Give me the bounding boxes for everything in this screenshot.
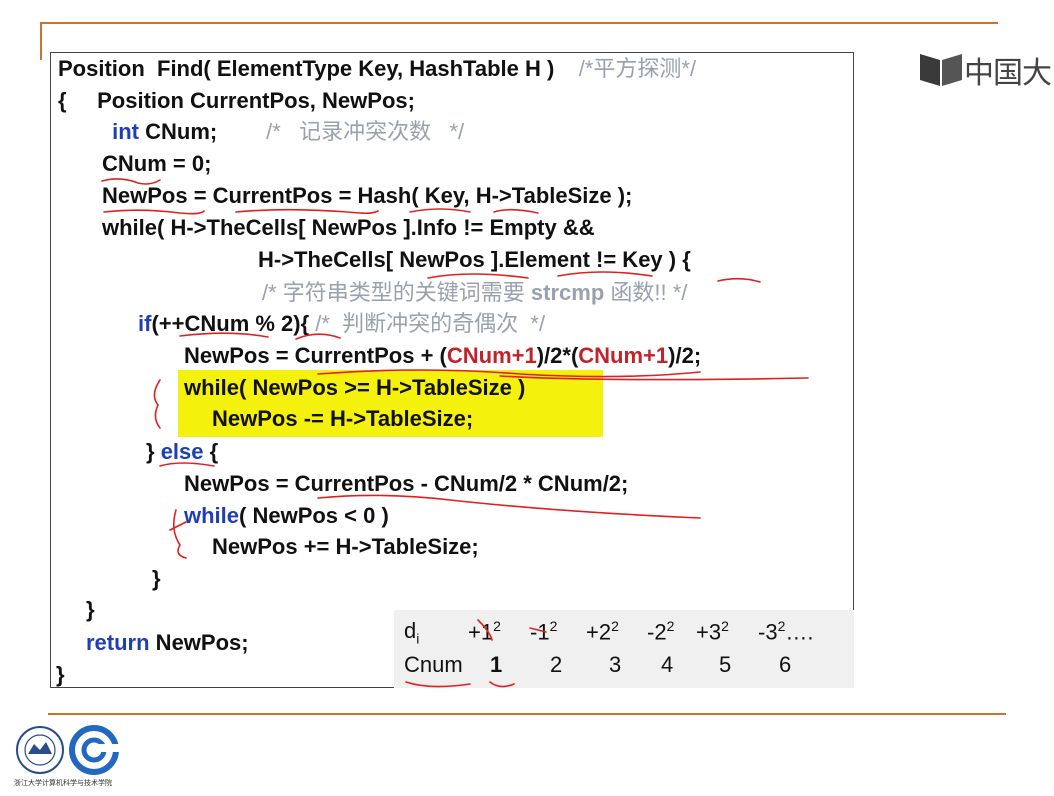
table-cell: 3 — [609, 652, 622, 677]
table-cell: +22 — [586, 618, 619, 645]
code-line: while( H->TheCells[ NewPos ].Info != Emp… — [102, 214, 595, 242]
code-token: NewPos = CurrentPos - CNum/2 * CNum/2; — [184, 471, 629, 496]
code-comment: /*平方探测*/ — [578, 56, 697, 81]
code-token: CNum; — [139, 119, 267, 144]
code-line: int CNum; /* 记录冲突次数 */ — [106, 118, 464, 146]
table-cell: 1 — [490, 652, 503, 677]
brand-logo: 中国大 — [918, 48, 1052, 92]
code-token: Position Find( ElementType Key, HashTabl… — [58, 56, 579, 81]
code-line: } else { — [146, 438, 218, 466]
probe-table: di +12 -12 +22 -22 +32 -32…. Cnum 1 2 3 … — [394, 610, 854, 688]
code-token: } — [146, 439, 161, 464]
table-cell: -32…. — [758, 618, 814, 645]
code-token: while( H->TheCells[ NewPos ].Info != Emp… — [102, 215, 595, 240]
table-cell: 4 — [661, 652, 674, 677]
code-line: NewPos += H->TableSize; — [212, 533, 479, 561]
code-token: ( NewPos < 0 ) — [239, 503, 389, 528]
code-token: { — [203, 439, 219, 464]
code-line: NewPos -= H->TableSize; — [212, 405, 473, 433]
bottom-rule — [48, 713, 1006, 715]
code-line: /* 字符串类型的关键词需要 strcmp 函数!! */ — [262, 279, 687, 307]
code-keyword: int — [112, 119, 140, 144]
code-line: H->TheCells[ NewPos ].Element != Key ) { — [258, 246, 691, 274]
code-line: while( NewPos >= H->TableSize ) — [184, 374, 525, 402]
code-token: while( NewPos >= H->TableSize ) — [184, 375, 526, 400]
university-emblem — [14, 724, 134, 781]
code-token: CNum = 0; — [102, 151, 212, 176]
code-line: } — [86, 596, 95, 624]
code-token: { Position CurrentPos, NewPos; — [58, 88, 415, 113]
table-row2-label: Cnum — [404, 652, 463, 677]
code-token: NewPos += H->TableSize; — [212, 534, 479, 559]
code-comment: 函数!! */ — [604, 280, 688, 305]
code-line: return NewPos; — [86, 629, 249, 657]
code-comment: strcmp — [530, 280, 605, 305]
code-token: )/2; — [668, 343, 702, 368]
code-token: CNum+1 — [578, 343, 669, 368]
logo-mark-icon — [918, 50, 964, 90]
top-rule — [40, 22, 998, 24]
code-comment: /* 判断冲突的奇偶次 */ — [315, 311, 546, 336]
code-line: CNum = 0; — [102, 150, 211, 178]
code-token: )/2*( — [536, 343, 579, 368]
code-keyword: else — [160, 439, 204, 464]
code-token: NewPos = CurrentPos = Hash( Key, H->Tabl… — [102, 183, 633, 208]
code-line: } — [152, 565, 161, 593]
code-token: NewPos; — [149, 630, 249, 655]
code-token: (++CNum % 2){ — [151, 311, 316, 336]
table-cell: -12 — [530, 618, 558, 645]
code-keyword: if — [138, 311, 152, 336]
code-token: NewPos -= H->TableSize; — [212, 406, 474, 431]
table-cell: 2 — [550, 652, 563, 677]
code-token: NewPos = CurrentPos + ( — [184, 343, 447, 368]
code-keyword: return — [86, 630, 150, 655]
table-cell: +32 — [696, 618, 729, 645]
code-token: CNum+1 — [446, 343, 537, 368]
code-line: while( NewPos < 0 ) — [184, 502, 389, 530]
code-comment: /* 字符串类型的关键词需要 — [262, 280, 531, 305]
table-cell: -22 — [647, 618, 675, 645]
code-keyword: while — [184, 503, 240, 528]
highlight-block — [178, 370, 603, 437]
emblem-caption: 浙江大学计算机科学与技术学院 — [14, 780, 112, 787]
code-line: NewPos = CurrentPos + (CNum+1)/2*(CNum+1… — [184, 342, 701, 370]
left-rule — [40, 22, 42, 60]
code-line: NewPos = CurrentPos = Hash( Key, H->Tabl… — [102, 182, 632, 210]
logo-text: 中国大 — [964, 56, 1052, 91]
table-cell: 5 — [719, 652, 732, 677]
code-token: } — [152, 566, 161, 591]
table-row1-label: di — [404, 618, 420, 647]
code-comment: /* 记录冲突次数 */ — [266, 119, 465, 144]
emblem-icon — [16, 725, 120, 775]
code-line: { Position CurrentPos, NewPos; — [58, 87, 415, 115]
code-line: Position Find( ElementType Key, HashTabl… — [58, 55, 696, 83]
table-cell: +12 — [468, 618, 501, 645]
table-cell: 6 — [779, 652, 792, 677]
code-token: H->TheCells[ NewPos ].Element != Key ) { — [258, 247, 691, 272]
code-line: } — [56, 661, 65, 689]
code-token: } — [56, 662, 65, 687]
code-line: NewPos = CurrentPos - CNum/2 * CNum/2; — [184, 470, 628, 498]
code-line: if(++CNum % 2){ /* 判断冲突的奇偶次 */ — [138, 310, 545, 338]
code-token: } — [86, 597, 95, 622]
